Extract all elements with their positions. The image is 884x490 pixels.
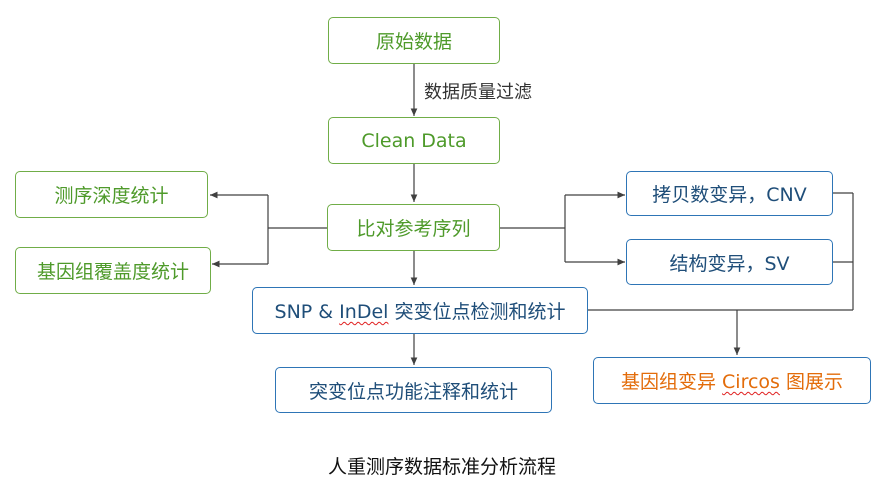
circos-node: 基因组变异 Circos 图展示 bbox=[593, 357, 871, 404]
sv-label: 结构变异，SV bbox=[669, 252, 790, 275]
snp-indel-suffix: 突变位点检测和统计 bbox=[388, 301, 566, 323]
cnv-node: 拷贝数变异，CNV bbox=[626, 171, 833, 216]
diagram-caption: 人重测序数据标准分析流程 bbox=[327, 456, 556, 478]
snp-indel-label: SNP & InDel 突变位点检测和统计 bbox=[275, 297, 566, 324]
clean-data-label: Clean Data bbox=[361, 129, 467, 152]
cnv-label: 拷贝数变异，CNV bbox=[652, 184, 807, 206]
circos-suffix: 图展示 bbox=[779, 371, 843, 393]
seq-depth-stats-label: 测序深度统计 bbox=[54, 185, 169, 207]
clean-data-node: Clean Data bbox=[328, 117, 500, 164]
align-reference-node: 比对参考序列 bbox=[327, 204, 500, 251]
circos-emph: Circos bbox=[722, 371, 780, 393]
seq-depth-stats-node: 测序深度统计 bbox=[15, 171, 208, 218]
functional-annotation-node: 突变位点功能注释和统计 bbox=[275, 367, 552, 413]
align-reference-label: 比对参考序列 bbox=[356, 218, 471, 240]
circos-prefix: 基因组变异 bbox=[620, 371, 723, 393]
snp-indel-emph: InDel bbox=[339, 301, 389, 323]
snp-indel-prefix: SNP & bbox=[274, 301, 340, 323]
functional-annotation-label: 突变位点功能注释和统计 bbox=[308, 380, 518, 403]
genome-coverage-stats-node: 基因组覆盖度统计 bbox=[15, 247, 211, 294]
raw-data-label: 原始数据 bbox=[375, 31, 452, 53]
raw-data-node: 原始数据 bbox=[328, 17, 500, 64]
genome-coverage-stats-label: 基因组覆盖度统计 bbox=[36, 261, 189, 283]
circos-label: 基因组变异 Circos 图展示 bbox=[621, 367, 843, 394]
snp-indel-node: SNP & InDel 突变位点检测和统计 bbox=[252, 287, 588, 334]
sv-node: 结构变异，SV bbox=[626, 239, 833, 285]
filter-edge-label: 数据质量过滤 bbox=[424, 82, 532, 103]
